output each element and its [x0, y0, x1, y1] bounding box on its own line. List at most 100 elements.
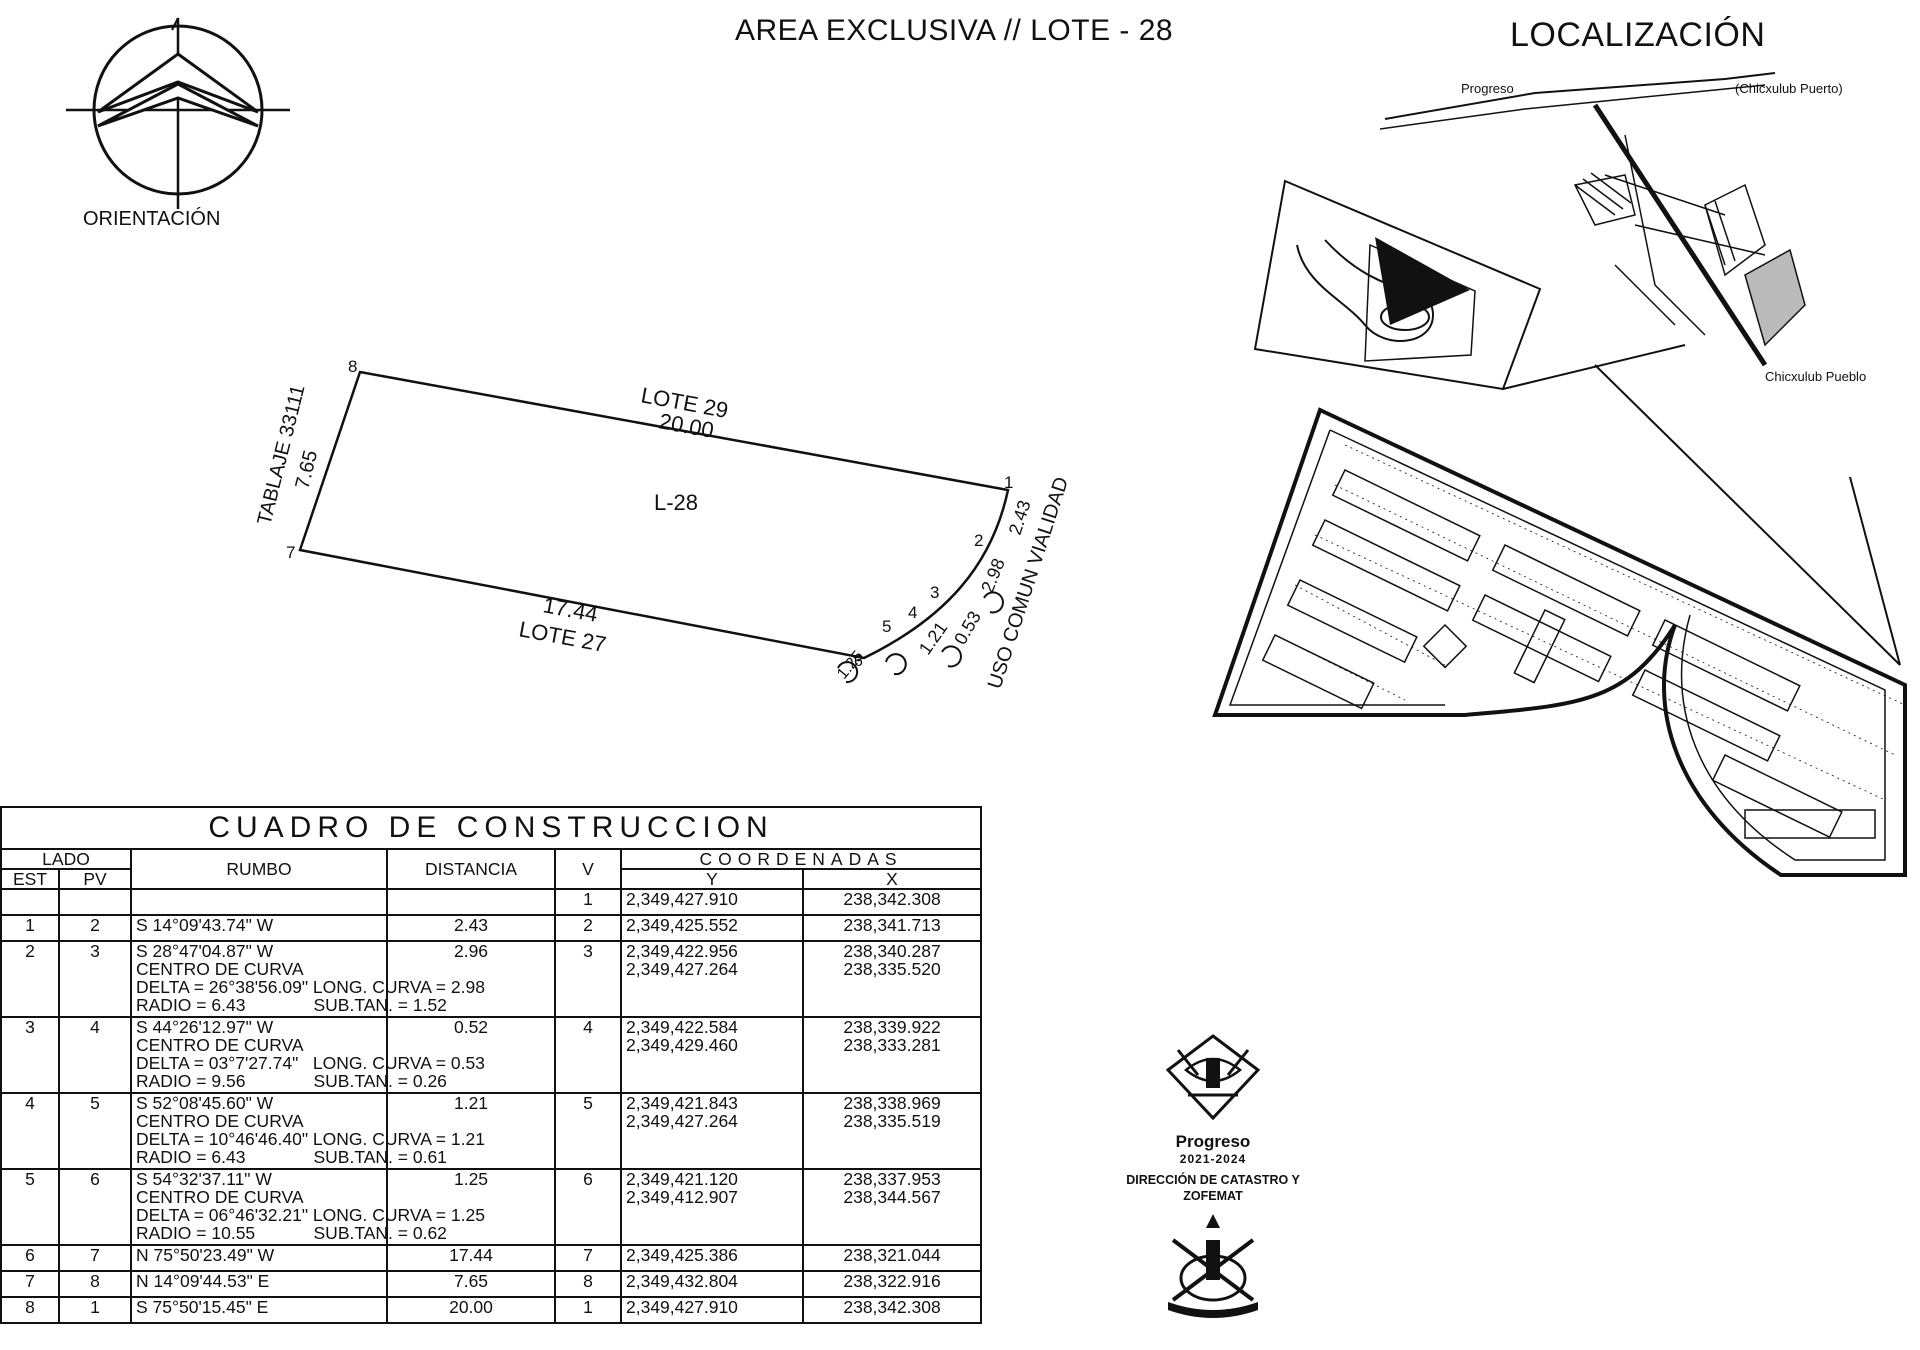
- cell-x: 238,340.287 238,335.520: [801, 940, 983, 1018]
- cell-rumbo: S 44°26'12.97" W CENTRO DE CURVA DELTA =…: [130, 1016, 485, 1094]
- municipal-seal: Progreso 2021-2024 DIRECCIÓN DE CATASTRO…: [1098, 1030, 1328, 1325]
- cell-distancia: 2.43: [386, 914, 556, 942]
- seal-department: DIRECCIÓN DE CATASTRO Y ZOFEMAT: [1126, 1173, 1300, 1203]
- distance-1-2: 2.43: [1005, 498, 1035, 538]
- cell-y: 2,349,425.552: [620, 914, 804, 942]
- cell-v: 1: [554, 888, 622, 916]
- cell-y: 2,349,422.584 2,349,429.460: [620, 1016, 804, 1094]
- header-x: X: [801, 868, 983, 890]
- cell-x: 238,342.308: [801, 1296, 983, 1324]
- catastro-emblem-icon: [1168, 1214, 1258, 1318]
- cell-v: 3: [554, 940, 622, 1018]
- cell-pv: 5: [58, 1092, 132, 1170]
- header-coordenadas: COORDENADAS: [619, 848, 983, 870]
- cell-rumbo: S 28°47'04.87" W CENTRO DE CURVA DELTA =…: [130, 940, 485, 1018]
- cell-rumbo: S 52°08'45.60" W CENTRO DE CURVA DELTA =…: [130, 1092, 485, 1170]
- cell-est: 8: [0, 1296, 60, 1324]
- cell-rumbo: S 14°09'43.74" W: [130, 914, 388, 942]
- cell-distancia: 1.21: [386, 1092, 556, 1170]
- cell-pv: 6: [58, 1168, 132, 1246]
- cell-pv: 3: [58, 940, 132, 1018]
- cell-x: 238,339.922 238,333.281: [801, 1016, 983, 1094]
- cell-v: 7: [554, 1244, 622, 1272]
- cell-y: 2,349,422.956 2,349,427.264: [620, 940, 804, 1018]
- cell-distancia: 17.44: [386, 1244, 556, 1272]
- header-rumbo: RUMBO: [130, 848, 388, 890]
- cell-distancia: 20.00: [386, 1296, 556, 1324]
- table-title: CUADRO DE CONSTRUCCION: [0, 806, 983, 850]
- cell-rumbo: N 14°09'44.53" E: [130, 1270, 388, 1298]
- header-est: EST: [0, 868, 60, 890]
- cell-est: 1: [0, 914, 60, 942]
- cell-est: 5: [0, 1168, 60, 1246]
- cell-x: 238,321.044: [801, 1244, 983, 1272]
- cell-est: 7: [0, 1270, 60, 1298]
- cell-x: 238,341.713: [801, 914, 983, 942]
- vertex-5: 5: [882, 617, 891, 636]
- distance-3-4: 0.53: [950, 608, 985, 648]
- vertex-2: 2: [974, 531, 983, 550]
- cell-distancia: [386, 888, 556, 916]
- cell-y: 2,349,421.120 2,349,412.907: [620, 1168, 804, 1246]
- cell-y: 2,349,425.386: [620, 1244, 804, 1272]
- cell-y: 2,349,427.910: [620, 888, 804, 916]
- header-lado: LADO: [0, 848, 132, 870]
- cell-rumbo: [130, 888, 388, 916]
- map-label-chicxulub-pueblo: Chicxulub Pueblo: [1765, 369, 1866, 384]
- cell-pv: 2: [58, 914, 132, 942]
- cell-x: 238,338.969 238,335.519: [801, 1092, 983, 1170]
- cell-y: 2,349,421.843 2,349,427.264: [620, 1092, 804, 1170]
- lot-label: L-28: [654, 490, 698, 515]
- cell-y: 2,349,432.804: [620, 1270, 804, 1298]
- cell-pv: 4: [58, 1016, 132, 1094]
- location-title: LOCALIZACIÓN: [1510, 16, 1766, 54]
- cell-rumbo: S 75°50'15.45" E: [130, 1296, 388, 1324]
- cell-distancia: 0.52: [386, 1016, 556, 1094]
- cell-y: 2,349,427.910: [620, 1296, 804, 1324]
- cell-rumbo: N 75°50'23.49" W: [130, 1244, 388, 1272]
- cell-est: 3: [0, 1016, 60, 1094]
- cell-x: 238,342.308: [801, 888, 983, 916]
- cell-pv: 8: [58, 1270, 132, 1298]
- distance-2-3: 2.98: [977, 556, 1009, 596]
- cell-distancia: 1.25: [386, 1168, 556, 1246]
- map-label-chicxulub-puerto: (Chicxulub Puerto): [1735, 81, 1843, 96]
- header-y: Y: [620, 868, 804, 890]
- location-map: Progreso (Chicxulub Puerto) Chicxulub Pu…: [1212, 72, 1907, 877]
- lot-boundary: [298, 370, 1010, 660]
- cell-est: [0, 888, 60, 916]
- vertex-4: 4: [908, 603, 917, 622]
- header-distancia: DISTANCIA: [386, 848, 556, 890]
- map-label-progreso: Progreso: [1461, 81, 1514, 96]
- orientation-label: ORIENTACIÓN: [83, 208, 221, 230]
- cell-distancia: 7.65: [386, 1270, 556, 1298]
- header-pv: PV: [58, 868, 132, 890]
- cell-est: 6: [0, 1244, 60, 1272]
- cell-v: 5: [554, 1092, 622, 1170]
- cell-v: 6: [554, 1168, 622, 1246]
- cell-est: 4: [0, 1092, 60, 1170]
- vertex-7: 7: [286, 543, 295, 562]
- lot-plan: L-28 LOTE 29 20.00 17.44 LOTE 27 TABLAJE…: [254, 357, 1074, 692]
- vertex-3: 3: [930, 583, 939, 602]
- vertex-6: 6: [854, 653, 863, 670]
- cell-pv: 7: [58, 1244, 132, 1272]
- cell-x: 238,337.953 238,344.567: [801, 1168, 983, 1246]
- cell-v: 1: [554, 1296, 622, 1324]
- vertex-1: 1: [1004, 473, 1013, 492]
- cell-est: 2: [0, 940, 60, 1018]
- vertex-8: 8: [348, 357, 357, 376]
- seal-brand: Progreso: [1175, 1132, 1251, 1151]
- progreso-emblem-icon: [1165, 1034, 1261, 1121]
- seal-years: 2021-2024: [1179, 1152, 1247, 1166]
- cell-x: 238,322.916: [801, 1270, 983, 1298]
